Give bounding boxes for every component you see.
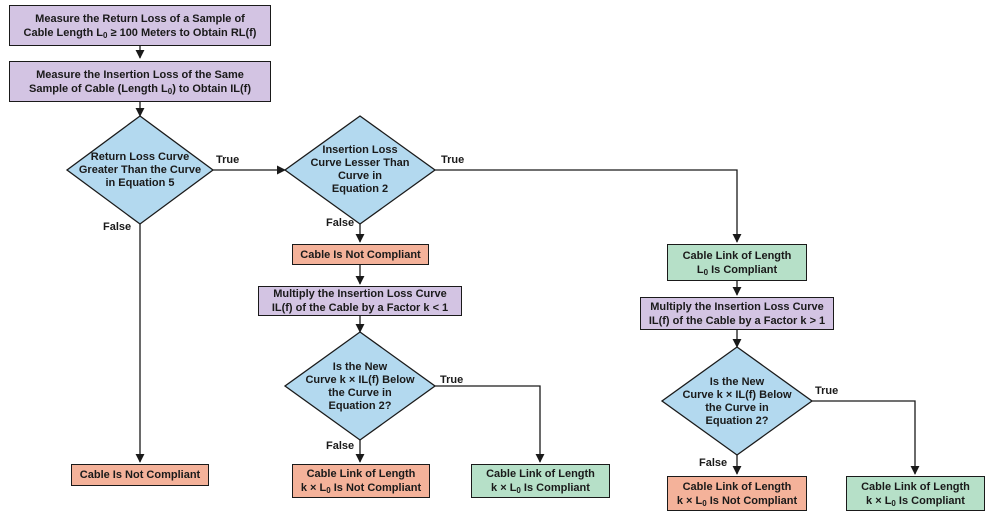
k-link-not-compliant-box-2: Cable Link of Length k × L0 Is Not Compl… [667, 476, 807, 511]
measure-rl-line1: Measure the Return Loss of a Sample of [35, 12, 245, 25]
measure-insertion-loss-box: Measure the Insertion Loss of the Same S… [9, 61, 271, 102]
decision-rl-text: Return Loss Curve Greater Than the Curve… [78, 150, 202, 189]
label-true-4: True [815, 385, 839, 397]
arrow-il-true [435, 169, 742, 243]
label-false-4: False [699, 457, 728, 469]
link-compliant-box: Cable Link of Length L0 Is Compliant [667, 244, 807, 281]
multiply-factor-less-box: Multiply the Insertion Loss Curve IL(f) … [258, 286, 462, 316]
multiply-factor-greater-box: Multiply the Insertion Loss Curve IL(f) … [640, 297, 834, 330]
label-false-3: False [326, 440, 355, 452]
decision-diamond-il [283, 115, 437, 225]
measure-il-line2: Sample of Cable (Length L0) to Obtain IL… [29, 82, 251, 96]
measure-il-line1: Measure the Insertion Loss of the Same [36, 68, 244, 81]
decision-diamond-new-2 [660, 346, 814, 456]
k-link-not-compliant-box-1: Cable Link of Length k × L0 Is Not Compl… [292, 464, 430, 498]
decision-new-2-text: Is the New Curve k × IL(f) Below the Cur… [682, 376, 792, 427]
cable-not-compliant-box-1: Cable Is Not Compliant [71, 464, 209, 486]
k-link-compliant-box-1: Cable Link of Length k × L0 Is Compliant [471, 464, 610, 498]
label-false-2: False [326, 217, 355, 229]
decision-new-1-text: Is the New Curve k × IL(f) Below the Cur… [305, 361, 415, 412]
decision-diamond-new-1 [283, 331, 437, 441]
cable-not-compliant-box-2: Cable Is Not Compliant [292, 244, 429, 265]
decision-diamond-rl [65, 115, 215, 225]
label-false-1: False [103, 221, 132, 233]
label-true-2: True [441, 154, 465, 166]
arrow-new1-true [435, 385, 545, 463]
arrow-new2-true [812, 400, 920, 475]
measure-return-loss-box: Measure the Return Loss of a Sample of C… [9, 5, 271, 46]
measure-rl-line2: Cable Length L0 ≥ 100 Meters to Obtain R… [23, 26, 257, 40]
label-true-1: True [216, 154, 240, 166]
decision-il-text: Insertion Loss Curve Lesser Than Curve i… [310, 144, 410, 195]
k-link-compliant-box-2: Cable Link of Length k × L0 Is Compliant [846, 476, 985, 511]
label-true-3: True [440, 374, 464, 386]
